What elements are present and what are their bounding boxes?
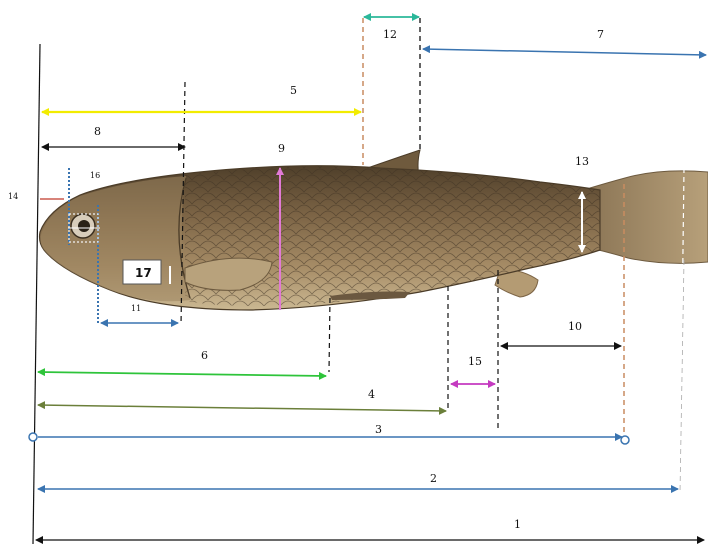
label-15: 15: [468, 355, 482, 368]
label-1: 1: [514, 518, 521, 531]
label-8: 8: [94, 125, 101, 138]
measure-3-start-dot: [29, 433, 37, 441]
label-4: 4: [368, 388, 375, 401]
fish-head: [40, 176, 190, 301]
label-3: 3: [375, 423, 382, 436]
label-11: 11: [131, 304, 141, 313]
label-6: 6: [201, 349, 208, 362]
label-12: 12: [383, 28, 397, 41]
label-14: 14: [8, 192, 18, 201]
label-17: 17: [135, 266, 152, 280]
label-5: 5: [290, 84, 297, 97]
caudal-fin: [590, 171, 708, 263]
label-7: 7: [597, 28, 604, 41]
guide-pelvic: [329, 298, 330, 372]
measure-7-arrow: [423, 49, 706, 55]
measure-3-end-dot: [621, 436, 629, 444]
label-2: 2: [430, 472, 437, 485]
label-9: 9: [278, 142, 285, 155]
fish-illustration: [40, 150, 708, 310]
fish-pupil: [78, 220, 90, 232]
measure-4-arrow: [38, 405, 446, 411]
label-16: 16: [90, 171, 100, 180]
snout-vertical-line: [33, 44, 40, 544]
label-13: 13: [575, 155, 589, 168]
label-10: 10: [568, 320, 582, 333]
measure-6-arrow: [38, 372, 326, 376]
